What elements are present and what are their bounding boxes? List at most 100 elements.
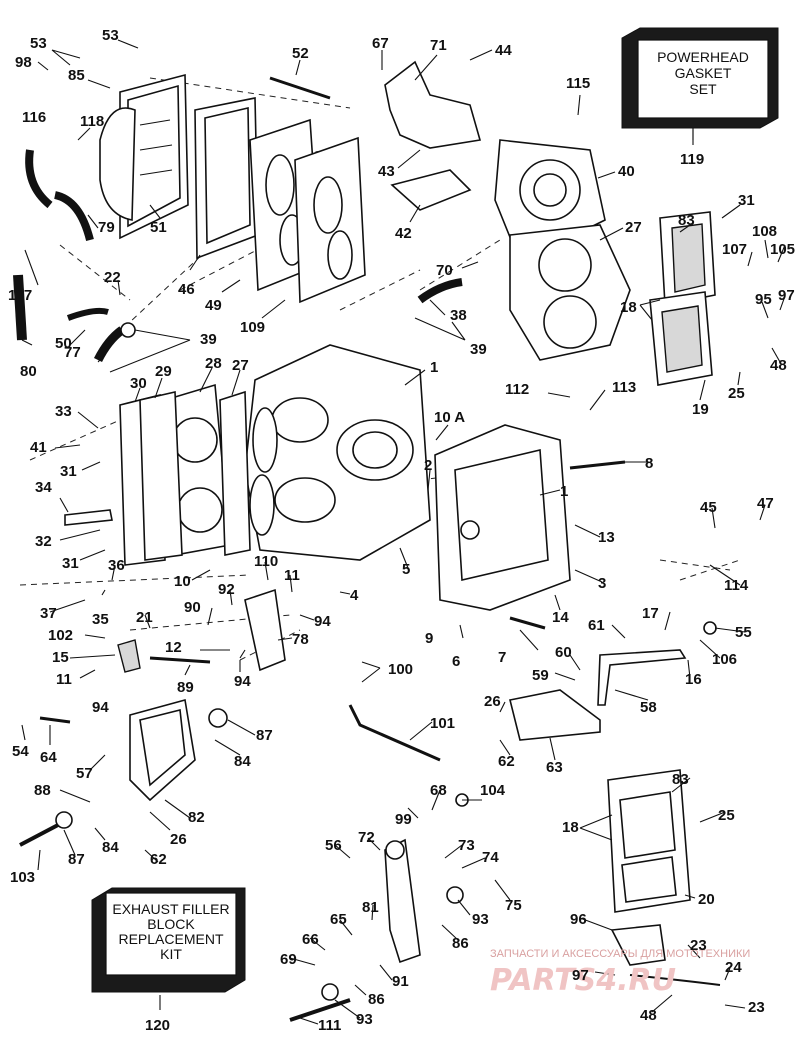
powerhead-line2: GASKET <box>675 65 732 81</box>
callout-49: 49 <box>205 297 222 314</box>
callout-2: 2 <box>424 457 432 474</box>
callout-60: 60 <box>555 644 572 661</box>
gasket-plate-46-inner <box>204 106 251 245</box>
arm-78 <box>244 588 286 672</box>
callout-120: 120 <box>145 1017 170 1034</box>
cylinder-head-28 <box>164 383 231 556</box>
gasket-42 <box>390 169 472 211</box>
callout-34: 34 <box>35 479 52 496</box>
callout-32: 32 <box>35 533 52 550</box>
callout-92: 92 <box>218 581 235 598</box>
callout-13: 13 <box>598 529 615 546</box>
callout-72: 72 <box>358 829 375 846</box>
callout-46: 46 <box>178 281 195 298</box>
callout-45: 45 <box>700 499 717 516</box>
callout-88: 88 <box>34 782 51 799</box>
callout-98: 98 <box>15 54 32 71</box>
bolt-64 <box>39 716 71 724</box>
callout-103: 103 <box>10 869 35 886</box>
callout-25a: 25 <box>728 385 745 402</box>
callout-94a: 94 <box>314 613 331 630</box>
callout-68: 68 <box>430 782 447 799</box>
washers <box>55 322 717 1001</box>
exhaust-filler-block-box: EXHAUST FILLER BLOCK REPLACEMENT KIT <box>91 887 246 1010</box>
gasket-27-left <box>219 390 251 556</box>
callout-74: 74 <box>482 849 499 866</box>
callout-89: 89 <box>177 679 194 696</box>
link-24 <box>629 974 721 986</box>
callout-79: 79 <box>98 219 115 236</box>
callout-111: 111 <box>318 1017 341 1034</box>
callout-118: 118 <box>80 113 104 130</box>
callout-18a: 18 <box>620 299 637 316</box>
callout-31b: 31 <box>60 463 77 480</box>
reed-block-83 <box>649 211 716 386</box>
callout-97a: 97 <box>778 287 795 304</box>
callout-8: 8 <box>645 455 653 472</box>
callout-42: 42 <box>395 225 412 242</box>
callout-99: 99 <box>395 811 412 828</box>
callout-11b: 11 <box>56 671 72 688</box>
callout-20: 20 <box>698 891 715 908</box>
watermark: ЗАПЧАСТИ И АКСЕССУАРЫ ДЛЯ МОТОТЕХНИКИ PA… <box>490 948 750 998</box>
callout-1b: 1 <box>560 483 568 500</box>
callout-94c: 94 <box>92 699 109 716</box>
callout-3: 3 <box>598 575 606 592</box>
bolt-8 <box>569 460 626 470</box>
callout-44: 44 <box>495 42 512 59</box>
callout-24: 24 <box>725 959 742 976</box>
callout-90: 90 <box>184 599 201 616</box>
callout-23a: 23 <box>690 937 707 954</box>
callout-4: 4 <box>350 587 359 604</box>
callout-91: 91 <box>392 973 409 990</box>
bracket-96 <box>610 924 666 966</box>
callout-93b: 93 <box>356 1011 373 1028</box>
callout-53b: 53 <box>102 27 119 44</box>
callout-39a: 39 <box>470 341 487 358</box>
callout-97b: 97 <box>572 967 589 984</box>
callout-31a: 31 <box>738 192 755 209</box>
callout-48a: 48 <box>770 357 787 374</box>
callout-84a: 84 <box>234 753 251 770</box>
callout-9: 9 <box>425 630 433 647</box>
arm-76 <box>384 838 421 964</box>
callout-12: 12 <box>165 639 182 656</box>
callout-65: 65 <box>330 911 347 928</box>
callout-5: 5 <box>402 561 410 578</box>
hose-79 <box>53 191 94 242</box>
hose-80 <box>13 274 27 341</box>
callout-94b: 94 <box>234 673 251 690</box>
callout-102: 102 <box>48 627 73 644</box>
callout-82: 82 <box>188 809 205 826</box>
exhaust-line4: KIT <box>160 946 182 962</box>
exhaust-line1: EXHAUST FILLER <box>112 901 229 917</box>
callout-47: 47 <box>757 495 774 512</box>
callout-numbers: 53 53 98 85 52 67 71 44 116 118 115 43 4… <box>8 27 795 1034</box>
callout-14: 14 <box>552 609 569 626</box>
callout-11a: 11 <box>284 567 300 584</box>
callout-119: 119 <box>680 151 704 168</box>
callout-17: 17 <box>642 605 659 622</box>
crankcase-cover-1 <box>434 424 571 611</box>
callout-37: 37 <box>40 605 57 622</box>
callout-10: 10 <box>174 573 191 590</box>
hose-116 <box>25 149 53 209</box>
callout-67: 67 <box>372 35 389 52</box>
callout-73: 73 <box>458 837 475 854</box>
callout-100: 100 <box>388 661 413 678</box>
hose-50 <box>66 307 109 321</box>
callout-93a: 93 <box>472 911 489 928</box>
hose-38 <box>417 278 463 304</box>
bolt-103 <box>19 823 59 847</box>
exhaust-cover-plate <box>99 73 189 240</box>
callout-77: 77 <box>64 344 81 361</box>
callout-52: 52 <box>292 45 309 62</box>
head-gasket-27 <box>509 224 631 361</box>
callout-28: 28 <box>205 355 222 372</box>
callout-leader-lines <box>21 39 786 1025</box>
callout-62b: 62 <box>150 851 167 868</box>
callout-66: 66 <box>302 931 319 948</box>
powerhead-gasket-set-box: POWERHEAD GASKET SET <box>621 27 779 145</box>
callout-55: 55 <box>735 624 752 641</box>
